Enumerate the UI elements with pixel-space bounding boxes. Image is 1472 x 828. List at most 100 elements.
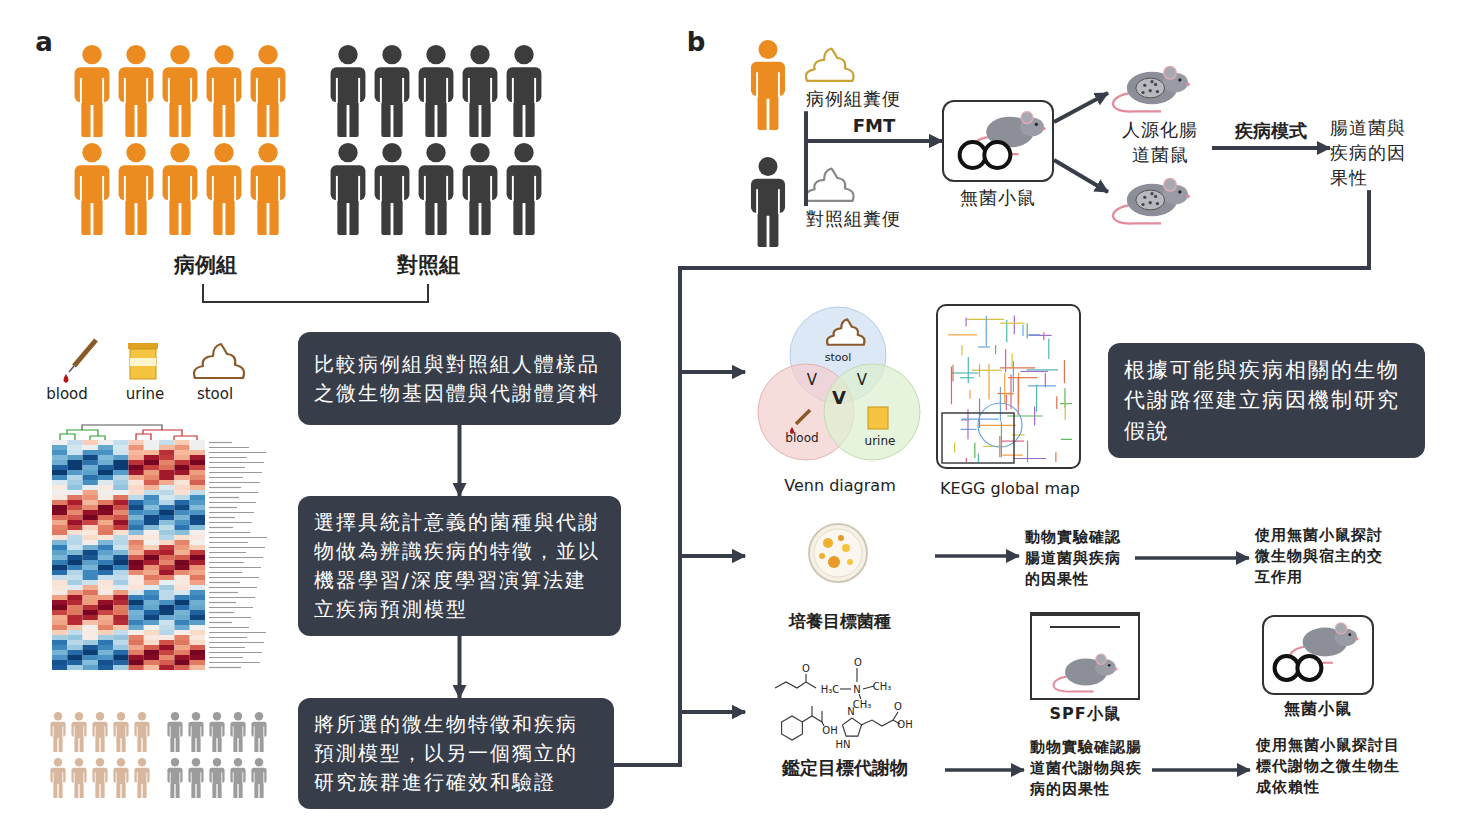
validation-cohort-people [136, 772, 138, 783]
kegg-map-figure [961, 345, 962, 356]
heatmap [129, 515, 144, 520]
heatmap [98, 515, 113, 520]
heatmap [83, 585, 98, 590]
heatmap [129, 645, 144, 650]
validation-cohort-people [104, 772, 106, 783]
heatmap [98, 535, 113, 540]
heatmap [83, 530, 98, 535]
heatmap [83, 605, 98, 610]
heatmap [113, 525, 128, 530]
case-group-people [82, 45, 101, 64]
mouse-figures [1178, 78, 1181, 81]
kegg-map-figure [961, 429, 977, 430]
metabolite-structures [861, 712, 898, 726]
heatmap [113, 460, 128, 465]
kegg-map-figure [1048, 338, 1049, 359]
heatmap [174, 575, 189, 580]
control-group-people [338, 45, 357, 64]
heatmap [83, 650, 98, 655]
flow-arrow [1212, 146, 1330, 150]
validation-cohort-people [73, 726, 75, 737]
heatmap [144, 440, 159, 445]
validation-cohort-people [237, 738, 238, 752]
validation-cohort-people [138, 758, 146, 766]
heatmap [52, 665, 67, 670]
heatmap [98, 510, 113, 515]
validation-cohort-people [212, 779, 221, 798]
case-group-people [234, 78, 236, 103]
heatmap [83, 575, 98, 580]
heatmap [209, 592, 238, 593]
case-group-people [124, 78, 126, 103]
heatmap [83, 525, 98, 530]
heatmap [129, 505, 144, 510]
heatmap [67, 540, 82, 545]
heatmap [98, 540, 113, 545]
heatmap [129, 465, 144, 470]
validation-cohort-people [120, 738, 121, 752]
validation-cohort-people [62, 726, 64, 737]
kegg-map-figure [978, 403, 1022, 447]
chemical-label: N [853, 684, 860, 695]
heatmap [129, 525, 144, 530]
heatmap [144, 480, 159, 485]
validation-cohort-people [74, 779, 83, 798]
heatmap [98, 545, 113, 550]
kegg-map-figure [1064, 360, 1065, 383]
heatmap [83, 610, 98, 615]
heatmap [129, 625, 144, 630]
heatmap [209, 492, 258, 493]
heatmap [98, 550, 113, 555]
validation-cohort-people [170, 779, 179, 798]
control-group-people [479, 105, 482, 138]
validation-cohort-people [57, 784, 58, 798]
heatmap [144, 485, 159, 490]
heatmap [190, 500, 205, 505]
control-group-people [426, 45, 445, 64]
heatmap [159, 460, 174, 465]
heatmap [209, 452, 266, 453]
mouse-figures [1164, 178, 1177, 191]
heatmap [67, 445, 82, 450]
heatmap [129, 545, 144, 550]
heatmap [67, 470, 82, 475]
heatmap [98, 530, 113, 535]
heatmap [113, 585, 128, 590]
heatmap [52, 575, 67, 580]
causality-note: 腸道菌與疾病的因果性 [1330, 115, 1408, 191]
flow-arrow [1152, 768, 1250, 772]
heatmap [209, 482, 260, 483]
heatmap [159, 455, 174, 460]
kegg-map-figure [1055, 452, 1056, 462]
germ-free-mouse-box: 無菌小鼠 [942, 100, 1054, 182]
node-text: 人源化腸道菌鼠 [1122, 118, 1198, 167]
heatmap [67, 595, 82, 600]
group-bracket [203, 284, 428, 302]
heatmap [129, 520, 144, 525]
heatmap [144, 620, 159, 625]
heatmap [67, 665, 82, 670]
heatmap [52, 580, 67, 585]
heatmap [52, 585, 67, 590]
heatmap [159, 660, 174, 665]
heatmap [144, 495, 159, 500]
heatmap [159, 525, 174, 530]
heatmap [52, 485, 67, 490]
mouse-figures [1050, 626, 1120, 628]
heatmap [144, 570, 159, 575]
mouse-figures [1335, 623, 1346, 634]
heatmap [209, 477, 243, 478]
chemical-label: H₃C [821, 684, 840, 695]
heatmap [174, 495, 189, 500]
heatmap [129, 460, 144, 465]
heatmap [174, 535, 189, 540]
kegg-map-figure [1028, 385, 1056, 386]
heatmap [52, 565, 67, 570]
heatmap [52, 590, 67, 595]
petri-dish [819, 553, 825, 559]
heatmap [113, 615, 128, 620]
heatmap [83, 520, 98, 525]
petri-dish [842, 544, 850, 552]
heatmap [83, 620, 98, 625]
heatmap [190, 625, 205, 630]
